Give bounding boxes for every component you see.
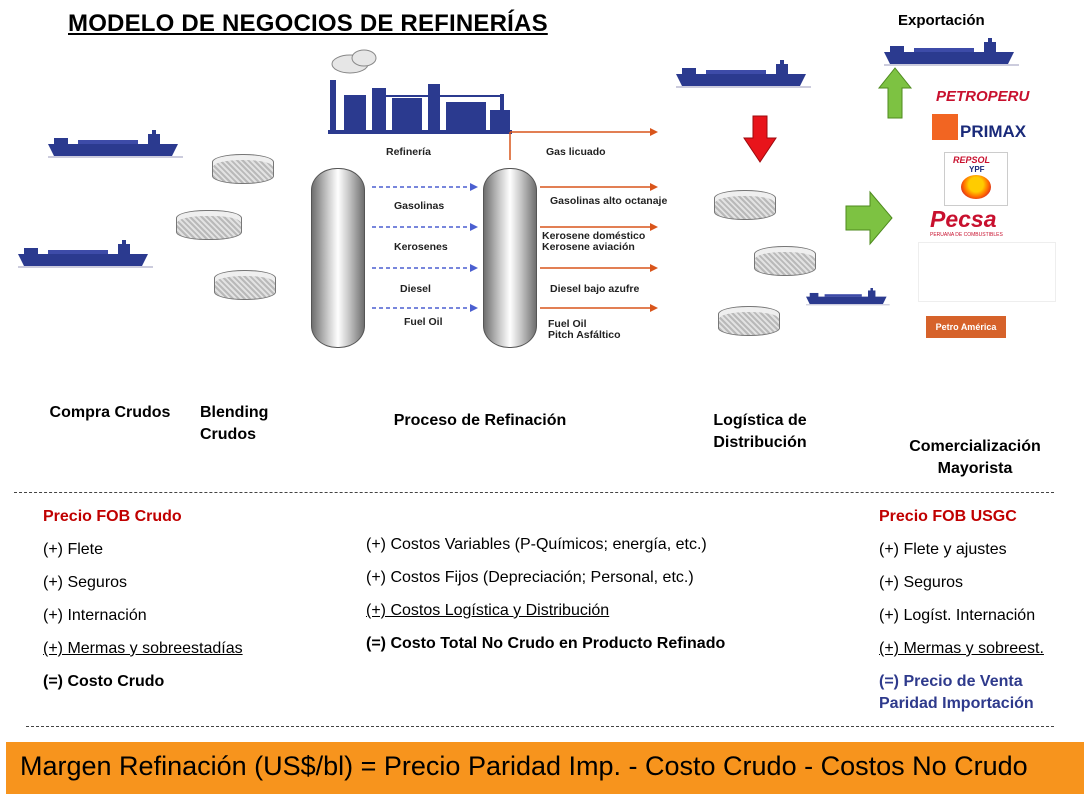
margin-formula-banner: Margen Refinación (US$/bl) = Precio Pari… — [6, 742, 1084, 794]
red-down-arrow — [743, 115, 777, 163]
left-flete: (+) Flete — [43, 541, 104, 558]
label-gasolinas: Gasolinas — [394, 200, 445, 212]
mid-logistica: (+) Costos Logística y Distribución — [366, 602, 610, 619]
distribution-tank-3 — [718, 306, 780, 336]
repsol-text: REPSOL — [953, 155, 991, 165]
stage-blending-line2: Crudos — [200, 426, 256, 443]
stage-comercial: Comercialización Mayorista — [890, 436, 1060, 480]
repsol-symbol-icon — [961, 175, 991, 199]
green-right-arrow — [845, 190, 893, 246]
green-up-arrow — [877, 67, 913, 119]
blending-tank-1 — [212, 154, 274, 184]
stage-logistica-line2: Distribución — [713, 434, 807, 451]
mid-total: (=) Costo Total No Crudo en Producto Ref… — [366, 635, 726, 652]
product-ship — [675, 59, 812, 88]
right-total-2: Paridad Importación — [879, 695, 1034, 712]
blank-logo-box — [918, 242, 1056, 302]
non-crude-cost-column: (+) Costos Variables (P-Químicos; energí… — [366, 528, 725, 660]
blending-tank-3 — [214, 270, 276, 300]
label-gasolinas-alto: Gasolinas alto octanaje — [550, 195, 668, 207]
stage-comercial-line1: Comercialización — [909, 438, 1041, 455]
label-diesel-bajo: Diesel bajo azufre — [550, 283, 640, 295]
stage-logistica-line1: Logística de — [713, 412, 807, 429]
blending-tank-2 — [176, 210, 242, 240]
left-mermas: (+) Mermas y sobreestadías — [43, 640, 243, 657]
label-gas-licuado: Gas licuado — [546, 146, 606, 158]
label-kerosene-dom: Kerosene doméstico — [542, 230, 646, 242]
divider-top — [14, 492, 1054, 493]
right-logist: (+) Logíst. Internación — [879, 607, 1036, 624]
right-total-1: (=) Precio de Venta — [879, 673, 1023, 690]
small-ship — [805, 287, 891, 306]
stage-compra: Compra Crudos — [49, 404, 171, 421]
right-heading: Precio FOB USGC — [879, 508, 1017, 525]
right-mermas: (+) Mermas y sobreest. — [879, 640, 1044, 657]
pecsa-subtitle: PERUANA DE COMBUSTIBLES — [930, 232, 1003, 238]
refinery-icon — [328, 80, 512, 134]
label-fuel-oil-2: Fuel Oil — [548, 318, 587, 330]
export-ship — [883, 37, 1020, 66]
crude-ship-1 — [47, 129, 184, 158]
primax-logo: PRIMAX — [960, 122, 1027, 141]
mid-variables: (+) Costos Variables (P-Químicos; energí… — [366, 536, 707, 553]
label-diesel: Diesel — [400, 283, 431, 295]
import-parity-column: Precio FOB USGC (+) Flete y ajustes (+) … — [879, 500, 1044, 715]
repsol-logo-box: REPSOL YPF — [944, 152, 1008, 206]
crude-ship-2 — [17, 239, 154, 268]
label-refineria: Refinería — [386, 146, 431, 158]
petroamerica-logo: Petro América — [926, 316, 1006, 338]
right-flete: (+) Flete y ajustes — [879, 541, 1007, 558]
left-heading: Precio FOB Crudo — [43, 508, 182, 525]
label-fuel-oil: Fuel Oil — [404, 316, 443, 328]
label-pitch: Pitch Asfáltico — [548, 329, 621, 341]
mid-fijos: (+) Costos Fijos (Depreciación; Personal… — [366, 569, 694, 586]
distillation-column-1 — [311, 168, 365, 348]
petroperu-logo: PETROPERU — [936, 88, 1030, 105]
left-total: (=) Costo Crudo — [43, 673, 165, 690]
left-internacion: (+) Internación — [43, 607, 147, 624]
export-label: Exportación — [898, 12, 985, 29]
distillation-column-2 — [483, 168, 537, 348]
left-seguros: (+) Seguros — [43, 574, 128, 591]
divider-bottom — [26, 726, 1054, 727]
label-kerosene-av: Kerosene aviación — [542, 241, 635, 253]
stage-blending-line1: Blending — [200, 404, 269, 421]
crude-cost-column: Precio FOB Crudo (+) Flete (+) Seguros (… — [43, 500, 243, 698]
primax-x-icon — [932, 114, 958, 140]
diagram-artwork — [17, 37, 1020, 312]
distribution-tank-1 — [714, 190, 776, 220]
stage-proceso: Proceso de Refinación — [393, 412, 567, 429]
page-title: MODELO DE NEGOCIOS DE REFINERÍAS — [68, 10, 548, 37]
right-seguros: (+) Seguros — [879, 574, 964, 591]
stage-blending: Blending Crudos — [200, 402, 290, 446]
distribution-tank-2 — [754, 246, 816, 276]
pecsa-logo: Pecsa — [930, 206, 997, 232]
margin-formula-text: Margen Refinación (US$/bl) = Precio Pari… — [20, 751, 1028, 781]
stage-comercial-line2: Mayorista — [937, 460, 1013, 477]
label-kerosenes: Kerosenes — [394, 241, 448, 253]
ypf-text: YPF — [969, 165, 985, 174]
stage-logistica: Logística de Distribución — [690, 410, 830, 454]
